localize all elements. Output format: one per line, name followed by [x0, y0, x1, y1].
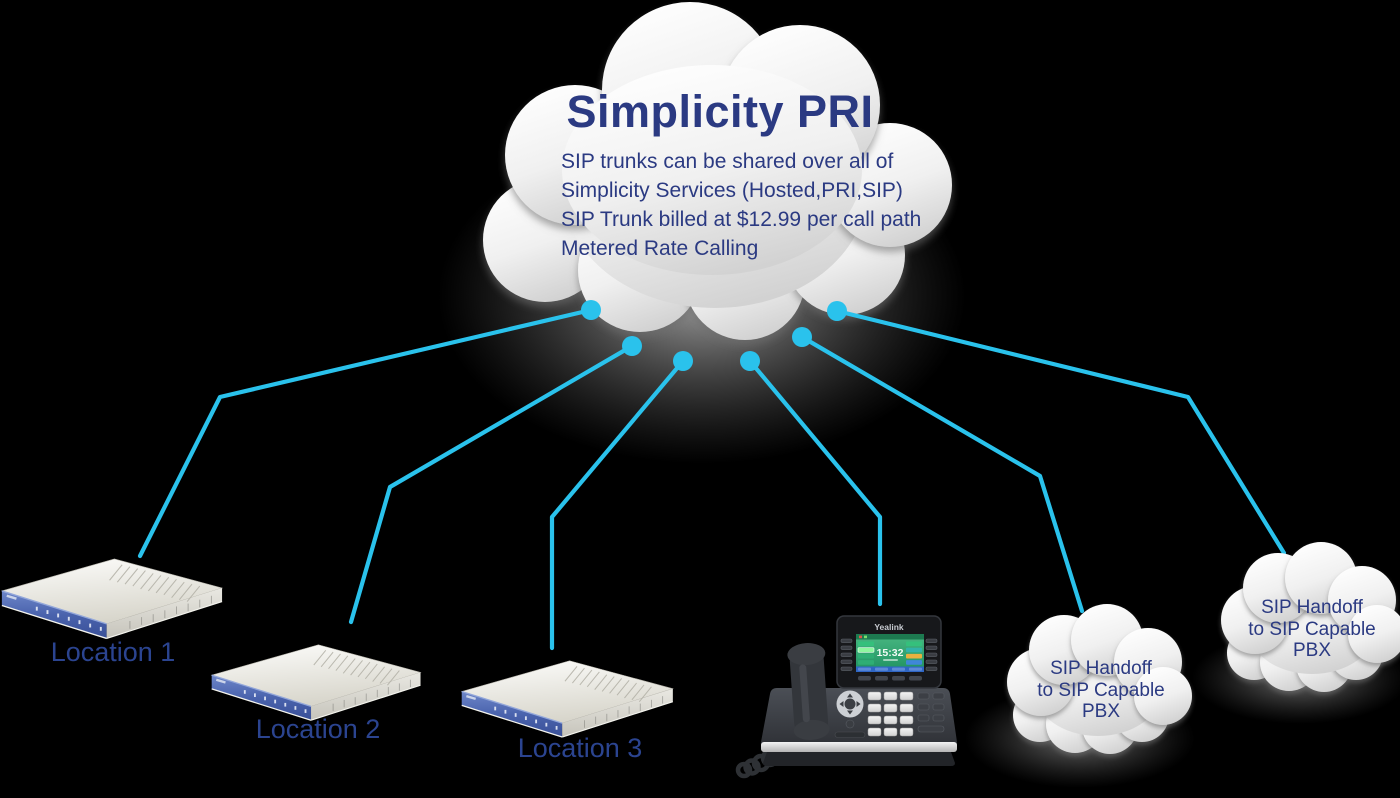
phone-feature-keys: [917, 692, 945, 733]
sip-cloud-2-label: SIP Handoff to SIP Capable PBX: [1248, 597, 1376, 661]
router-device-2: [210, 643, 422, 722]
line-to-sip-cloud-1: [799, 334, 1085, 614]
phone-keypad: [867, 691, 914, 737]
line-to-location-2: [348, 343, 635, 625]
phone-screen-time: 15:32: [877, 647, 904, 659]
simplicity-pri-cloud: [483, 2, 952, 340]
connection-nodes: [581, 300, 847, 371]
router-device-3: [460, 659, 674, 739]
phone-screen: [856, 634, 924, 672]
node-1: [581, 300, 601, 320]
line-to-ip-phone: [747, 358, 883, 607]
node-3: [673, 351, 693, 371]
phone-nav-cluster: [834, 690, 866, 738]
node-2: [622, 336, 642, 356]
line-to-location-1: [137, 307, 594, 559]
display-soft-keys: [858, 676, 922, 681]
location-1-label: Location 1: [50, 637, 176, 667]
line-to-location-3: [549, 358, 686, 651]
display-side-keys: [840, 638, 938, 671]
phone-brand: Yealink: [874, 622, 904, 632]
phone-handset: [787, 643, 830, 740]
main-cloud-title: Simplicity PRI: [566, 86, 874, 137]
connection-lines: [137, 307, 1287, 651]
location-2-label: Location 2: [255, 714, 381, 744]
node-4: [740, 351, 760, 371]
node-6: [827, 301, 847, 321]
line-to-sip-cloud-2: [834, 308, 1287, 556]
node-5: [792, 327, 812, 347]
location-3-label: Location 3: [517, 733, 643, 763]
sip-cloud-1-label: SIP Handoff to SIP Capable PBX: [1037, 658, 1165, 722]
router-device-1: [0, 557, 224, 640]
main-cloud-description: SIP trunks can be shared over all of Sim…: [561, 150, 922, 260]
screen-line-keys: [857, 641, 922, 665]
ip-phone: Yealink 15:32: [735, 615, 958, 779]
